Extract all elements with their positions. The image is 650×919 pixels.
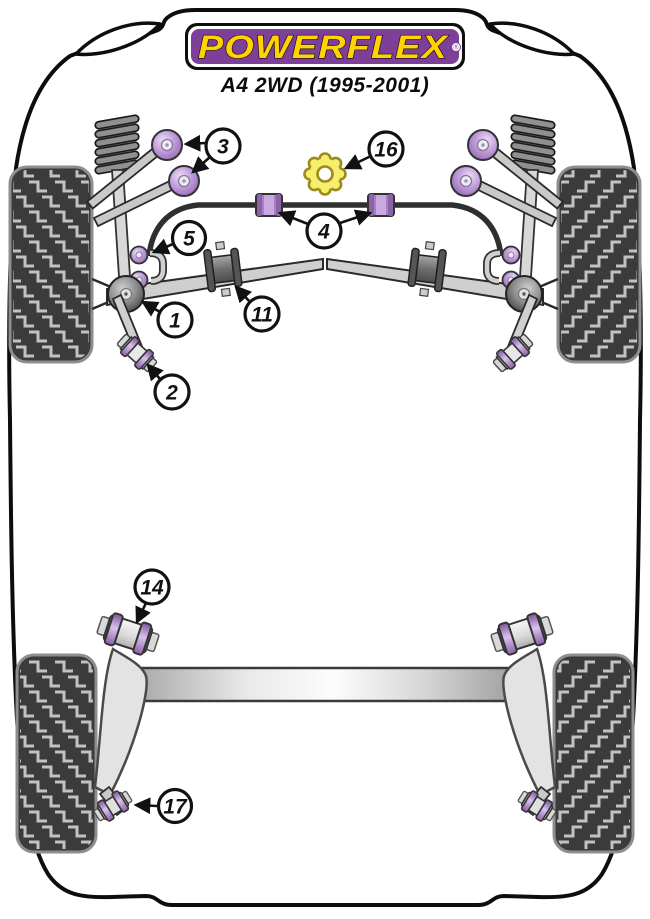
svg-text:3: 3	[217, 136, 229, 159]
svg-text:1: 1	[169, 310, 181, 333]
headlight-left	[74, 21, 162, 57]
arb-bush-left	[255, 193, 283, 217]
svg-text:14: 14	[140, 577, 164, 600]
svg-text:2: 2	[165, 382, 178, 405]
svg-text:17: 17	[163, 796, 188, 819]
rear-axle-beam	[126, 666, 525, 703]
arb-bush-right	[367, 193, 395, 217]
callout-1[interactable]: 1	[156, 301, 194, 339]
brand-text: POWERFLEX	[198, 29, 449, 65]
steering-rack-gear-icon	[303, 152, 347, 196]
callout-5[interactable]: 5	[170, 219, 208, 257]
svg-text:11: 11	[251, 304, 273, 327]
anti-roll-bar	[146, 202, 504, 257]
headlight-right	[488, 21, 576, 57]
callouts: 3 16 5 4 1 11 2 14	[133, 127, 405, 825]
powerflex-logo: POWERFLEX ® A4 2WD (1995-2001)	[185, 23, 465, 97]
callout-11[interactable]: 11	[243, 295, 281, 333]
callout-14[interactable]: 14	[133, 568, 171, 606]
callout-17[interactable]: 17	[156, 787, 194, 825]
callout-2[interactable]: 2	[153, 373, 191, 411]
callout-16[interactable]: 16	[367, 130, 405, 168]
callout-4[interactable]: 4	[305, 212, 343, 250]
callout-3[interactable]: 3	[204, 127, 242, 165]
svg-text:5: 5	[183, 228, 195, 251]
svg-text:4: 4	[317, 221, 330, 244]
model-subtitle: A4 2WD (1995-2001)	[220, 74, 430, 97]
callout-arrows	[133, 134, 373, 815]
registered-mark: ®	[453, 44, 459, 52]
svg-text:16: 16	[374, 139, 398, 162]
